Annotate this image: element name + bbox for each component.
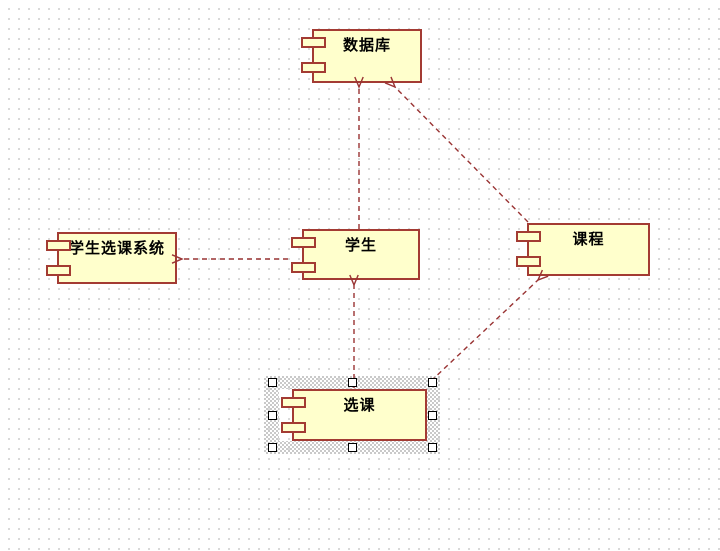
- component-tab-icon: [291, 237, 316, 248]
- dependency-edge-course-to-database[interactable]: [395, 87, 529, 223]
- component-label: 学生: [344, 236, 377, 254]
- component-tab-icon: [281, 422, 306, 433]
- selection-handle[interactable]: [428, 443, 437, 452]
- component-label: 课程: [572, 230, 605, 248]
- component-student[interactable]: 学生: [291, 229, 420, 280]
- component-tab-icon: [46, 265, 71, 276]
- component-tab-icon: [301, 37, 326, 48]
- component-label: 数据库: [342, 36, 391, 54]
- selection-handle[interactable]: [268, 378, 277, 387]
- component-label: 学生选课系统: [68, 239, 165, 257]
- dependency-edge-enroll-to-course[interactable]: [430, 280, 538, 382]
- component-label: 选课: [343, 396, 376, 414]
- selection-handle[interactable]: [268, 443, 277, 452]
- component-tab-icon: [46, 240, 71, 251]
- selection-handle[interactable]: [268, 411, 277, 420]
- component-tab-icon: [281, 397, 306, 408]
- component-tab-icon: [516, 256, 541, 267]
- selection-handle[interactable]: [348, 443, 357, 452]
- component-tab-icon: [291, 262, 316, 273]
- selection-handle[interactable]: [428, 378, 437, 387]
- selection-handle[interactable]: [348, 378, 357, 387]
- component-selection-system[interactable]: 学生选课系统: [46, 232, 177, 284]
- component-enroll[interactable]: 选课: [281, 389, 427, 441]
- component-tab-icon: [516, 231, 541, 242]
- component-course[interactable]: 课程: [516, 223, 650, 276]
- component-tab-icon: [301, 62, 326, 73]
- component-database[interactable]: 数据库: [301, 29, 422, 83]
- selection-handle[interactable]: [428, 411, 437, 420]
